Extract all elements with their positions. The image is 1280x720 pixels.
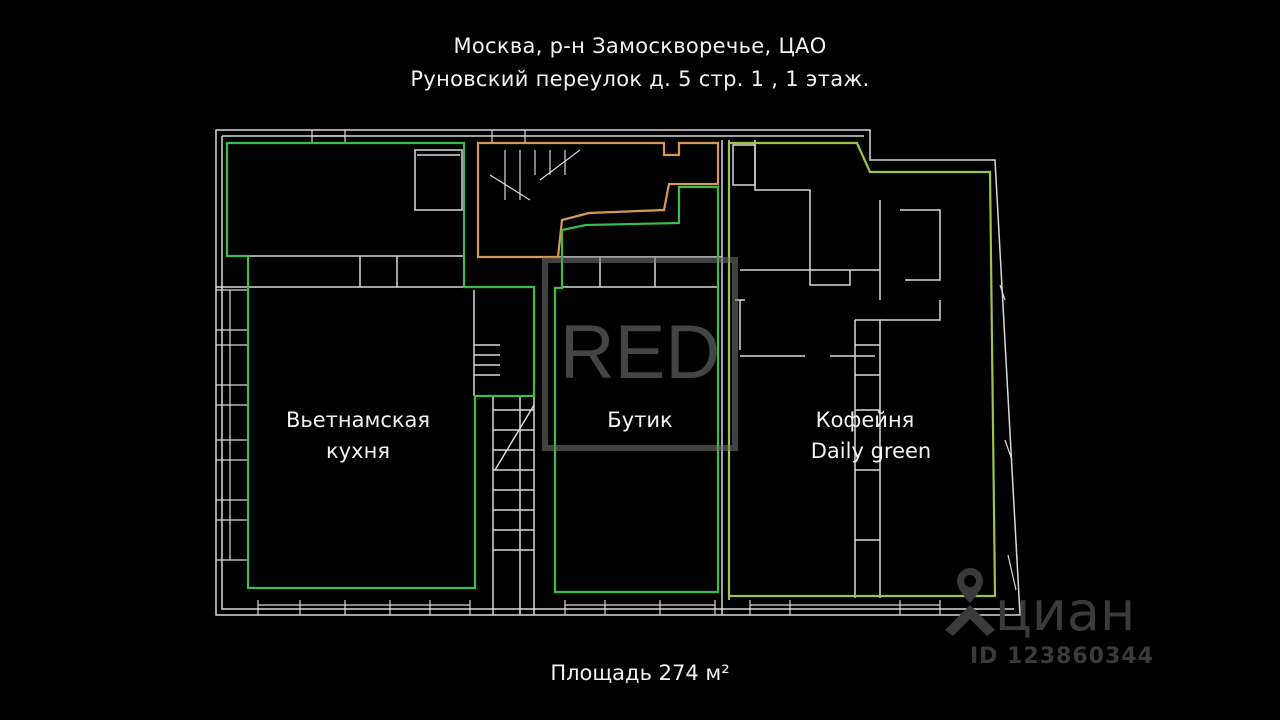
room-name-cont: Daily green: [810, 439, 932, 463]
room-outline-boutique: [553, 185, 720, 594]
room-name: Кофейня: [815, 408, 915, 432]
address-line-1: Москва, р-н Замоскворечье, ЦАО: [453, 34, 827, 58]
room-outline-stairwell: [476, 141, 720, 259]
red-logo: [542, 257, 738, 451]
room-label-coffee-shop: Кофейня Daily green: [770, 408, 960, 464]
red-logo-text: RED: [560, 310, 720, 395]
location-pin-icon: [945, 568, 995, 636]
room-name: Вьетнамская: [285, 408, 431, 432]
room-outline-coffee-shop: [727, 141, 997, 598]
address-line-2: Руновский переулок д. 5 стр. 1 , 1 этаж.: [410, 67, 870, 91]
room-label-vietnamese-kitchen: Вьетнамская кухня: [258, 408, 458, 464]
room-outline-vietnamese-kitchen: [225, 141, 536, 590]
room-label-boutique: Бутик: [607, 408, 673, 432]
room-name-cont: кухня: [326, 439, 390, 463]
watermark-brand: циан: [995, 580, 1136, 643]
windows: [216, 130, 1017, 615]
watermark-id: ID 123860344: [970, 644, 1154, 669]
total-area: Площадь 274 м²: [550, 661, 730, 685]
